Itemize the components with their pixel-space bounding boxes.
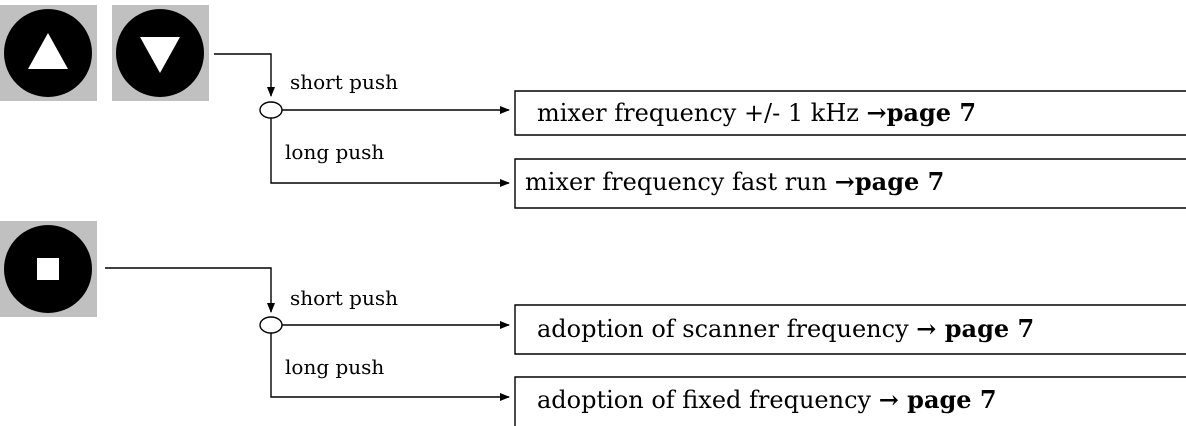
result-text-mixer-step: mixer frequency +/- 1 kHz [537,99,867,127]
short-push-label-1: short push [290,70,398,94]
triangle-up-icon [28,33,68,69]
page-ref: page 7 [936,314,1034,343]
result-text-mixer-fastrun: mixer frequency fast run [525,168,835,196]
input-arrow-2 [105,267,275,313]
input-arrow-1 [214,53,275,97]
page-ref: page 7 [887,98,976,127]
long-push-label-2: long push [285,355,384,379]
arrow-right-icon: → [835,167,855,196]
short-push-label-2: short push [290,286,398,310]
junction-node-2 [259,316,283,334]
triangle-down-icon [140,37,180,73]
arrow-right-icon: → [867,98,887,127]
page-ref: page 7 [855,167,944,196]
down-button[interactable] [112,5,209,101]
group1-connectors [214,53,510,187]
svg-text:mixer frequency fast run →page: mixer frequency fast run →page 7 [525,167,944,196]
result-box-mixer-fastrun: mixer frequency fast run →page 7 [514,158,1186,209]
svg-text:adoption of fixed frequency →: adoption of fixed frequency → page 7 [537,385,997,414]
result-text-fixed: adoption of fixed frequency [537,386,879,414]
result-text-scanner: adoption of scanner frequency [537,315,916,343]
arrow-right-icon: → [916,314,936,343]
result-box-scanner: adoption of scanner frequency → page 7 [514,304,1186,355]
square-stop-icon [37,258,59,280]
result-box-fixed: adoption of fixed frequency → page 7 [514,376,1186,426]
long-push-arrow-1 [270,118,510,187]
long-push-label-1: long push [285,140,384,164]
arrow-right-icon: → [879,385,899,414]
up-button[interactable] [0,5,97,101]
page-ref: page 7 [899,385,997,414]
result-box-mixer-step: mixer frequency +/- 1 kHz →page 7 [514,90,1186,136]
svg-text:adoption of scanner frequency: adoption of scanner frequency → page 7 [537,314,1034,343]
junction-node-1 [259,101,283,119]
stop-button[interactable] [0,221,97,317]
long-push-arrow-2 [270,333,510,401]
svg-text:mixer frequency +/- 1 kHz →pag: mixer frequency +/- 1 kHz →page 7 [537,98,976,127]
group2-connectors [105,267,510,401]
